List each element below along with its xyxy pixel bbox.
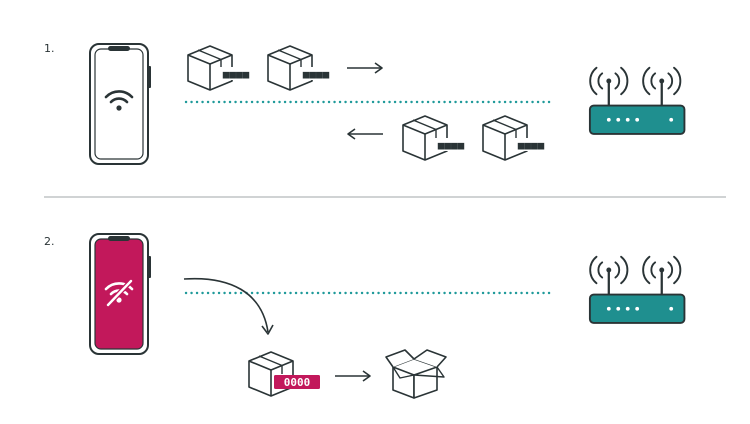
phone-disconnected <box>89 233 151 355</box>
packet-code: ■■■■ <box>223 68 250 81</box>
open-box-icon <box>385 349 447 399</box>
step-2-group: 0000 <box>89 233 686 399</box>
outgoing-packet-1: ■■■■ <box>187 45 258 91</box>
router-icon <box>588 255 686 325</box>
router-icon <box>588 66 686 136</box>
lost-packet-code: 0000 <box>284 376 311 389</box>
incoming-packet-1: ■■■■ <box>402 115 473 161</box>
outgoing-packet-2: ■■■■ <box>267 45 338 91</box>
wifi-icon <box>104 90 134 111</box>
step-1-number: 1. <box>44 42 55 55</box>
lost-packet: 0000 <box>248 351 320 397</box>
step-1-group: ■■■■ ■■■■ ■■■■ ■■■■ <box>89 43 686 165</box>
arrow-right-icon <box>334 370 371 382</box>
wifi-off-icon <box>104 278 134 308</box>
packet-code: ■■■■ <box>518 139 545 152</box>
arrow-right-icon <box>346 62 383 74</box>
arrow-left-icon <box>347 128 384 140</box>
incoming-packet-2: ■■■■ <box>482 115 553 161</box>
phone-connected <box>89 43 151 165</box>
curved-arrow-icon <box>183 277 274 335</box>
step-2-number: 2. <box>44 235 55 248</box>
packet-code: ■■■■ <box>438 139 465 152</box>
packet-code: ■■■■ <box>303 68 330 81</box>
